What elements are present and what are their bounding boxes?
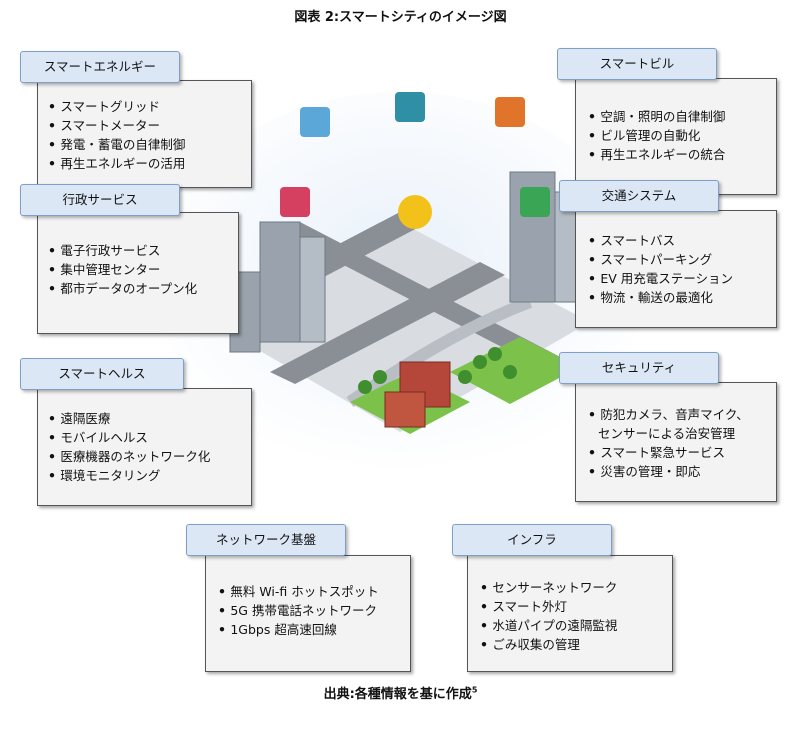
health-box: 遠隔医療 モバイルヘルス 医療機器のネットワーク化 環境モニタリング <box>37 388 252 506</box>
gov-item: 電子行政サービス <box>48 241 238 260</box>
security-label: セキュリティ <box>559 352 719 384</box>
transport-item: 物流・輸送の最適化 <box>588 288 776 307</box>
source-text: 出典:各種情報を基に作成 <box>323 687 472 702</box>
health-label: スマートヘルス <box>20 358 184 390</box>
health-item: 遠隔医療 <box>48 409 251 428</box>
building-box: 空調・照明の自律制御 ビル管理の自動化 再生エネルギーの統合 <box>575 78 777 195</box>
gov-item: 集中管理センター <box>48 260 238 279</box>
energy-item: スマートグリッド <box>48 97 251 116</box>
energy-item: スマートメーター <box>48 116 251 135</box>
energy-item: 再生エネルギーの活用 <box>48 154 251 173</box>
building-item: 再生エネルギーの統合 <box>588 145 776 164</box>
transport-box: スマートバス スマートパーキング EV 用充電ステーション 物流・輸送の最適化 <box>575 210 777 328</box>
footnote-marker: 5 <box>471 685 478 695</box>
transport-label: 交通システム <box>559 180 719 212</box>
transport-item: スマートバス <box>588 231 776 250</box>
network-label: ネットワーク基盤 <box>186 524 346 556</box>
energy-box: スマートグリッド スマートメーター 発電・蓄電の自律制御 再生エネルギーの活用 <box>37 80 252 188</box>
source-caption: 出典:各種情報を基に作成5 <box>0 683 801 702</box>
infra-item: 水道パイプの遠隔監視 <box>480 616 672 635</box>
figure-title: 図表 2:スマートシティのイメージ図 <box>294 10 507 25</box>
gov-box: 電子行政サービス 集中管理センター 都市データのオープン化 <box>37 212 239 334</box>
security-box: 防犯カメラ、音声マイク、 センサーによる治安管理 スマート緊急サービス 災害の管… <box>575 382 777 502</box>
security-item: センサーによる治安管理 <box>598 426 736 441</box>
network-item: 5G 携帯電話ネットワーク <box>218 601 410 620</box>
energy-label: スマートエネルギー <box>20 51 180 83</box>
infra-box: センサーネットワーク スマート外灯 水道パイプの遠隔監視 ごみ収集の管理 <box>467 555 673 672</box>
infra-item: スマート外灯 <box>480 597 672 616</box>
security-item: スマート緊急サービス <box>588 443 776 462</box>
transport-item: EV 用充電ステーション <box>588 269 776 288</box>
building-item: ビル管理の自動化 <box>588 126 776 145</box>
health-item: 環境モニタリング <box>48 466 251 485</box>
smart-city-illustration <box>155 92 645 472</box>
security-item: 防犯カメラ、音声マイク、 <box>588 405 776 424</box>
infra-item: ごみ収集の管理 <box>480 635 672 654</box>
gov-item: 都市データのオープン化 <box>48 279 238 298</box>
energy-item: 発電・蓄電の自律制御 <box>48 135 251 154</box>
network-box: 無料 Wi-fi ホットスポット 5G 携帯電話ネットワーク 1Gbps 超高速… <box>205 555 411 672</box>
network-item: 無料 Wi-fi ホットスポット <box>218 582 410 601</box>
transport-item: スマートパーキング <box>588 250 776 269</box>
health-item: モバイルヘルス <box>48 428 251 447</box>
security-item: 災害の管理・即応 <box>588 462 776 481</box>
infra-label: インフラ <box>452 524 612 556</box>
building-label: スマートビル <box>557 48 717 80</box>
infra-item: センサーネットワーク <box>480 578 672 597</box>
building-item: 空調・照明の自律制御 <box>588 107 776 126</box>
health-item: 医療機器のネットワーク化 <box>48 447 251 466</box>
network-item: 1Gbps 超高速回線 <box>218 620 410 639</box>
gov-label: 行政サービス <box>20 184 180 216</box>
